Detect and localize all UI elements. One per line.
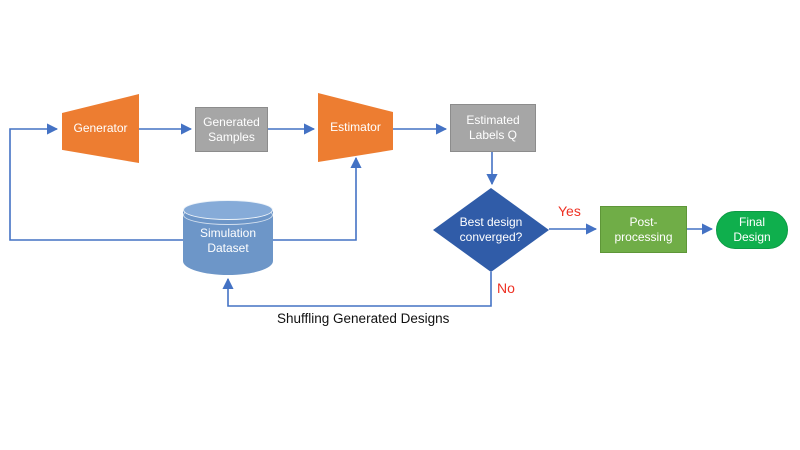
cylinder-top-ellipse [183, 200, 273, 220]
generated-samples-line2: Samples [208, 129, 255, 144]
node-generator-label: Generator [73, 121, 128, 136]
edge-dataset-to-estimator [273, 156, 362, 241]
node-final-design: Final Design [716, 211, 788, 249]
shuffle-designs-caption: Shuffling Generated Designs [277, 311, 450, 326]
node-estimated-labels-label: Estimated Labels Q [466, 113, 519, 142]
decision-line2: converged? [459, 230, 523, 244]
edge-dataset-to-generator [9, 123, 183, 241]
node-simulation-dataset: Simulation Dataset [183, 200, 273, 275]
node-post-processing: Post- processing [600, 206, 687, 253]
simulation-dataset-line1: Simulation [199, 226, 257, 240]
edge-label-no: No [497, 280, 515, 296]
node-estimated-labels: Estimated Labels Q [450, 104, 536, 152]
node-generated-samples-label: Generated Samples [203, 115, 260, 144]
node-final-design-label: Final Design [733, 215, 770, 244]
node-decision-label: Best design converged? [460, 215, 523, 244]
node-estimator-label: Estimator [330, 120, 381, 135]
estimated-labels-line2: Labels Q [468, 128, 517, 142]
edge-decision-no-to-dataset [222, 272, 492, 307]
node-simulation-dataset-label: Simulation Dataset [183, 226, 273, 256]
post-processing-line1: Post- [629, 214, 658, 229]
post-processing-line2: processing [614, 229, 673, 244]
edge-label-yes: Yes [558, 203, 581, 219]
node-generated-samples: Generated Samples [195, 107, 268, 152]
final-design-line1: Final [738, 215, 765, 230]
estimated-labels-line1: Estimated [466, 113, 520, 128]
final-design-line2: Design [733, 230, 771, 244]
generated-samples-line1: Generated [203, 114, 260, 129]
node-post-processing-label: Post- processing [614, 215, 672, 244]
simulation-dataset-line2: Dataset [207, 241, 249, 255]
decision-line1: Best design [459, 215, 523, 230]
